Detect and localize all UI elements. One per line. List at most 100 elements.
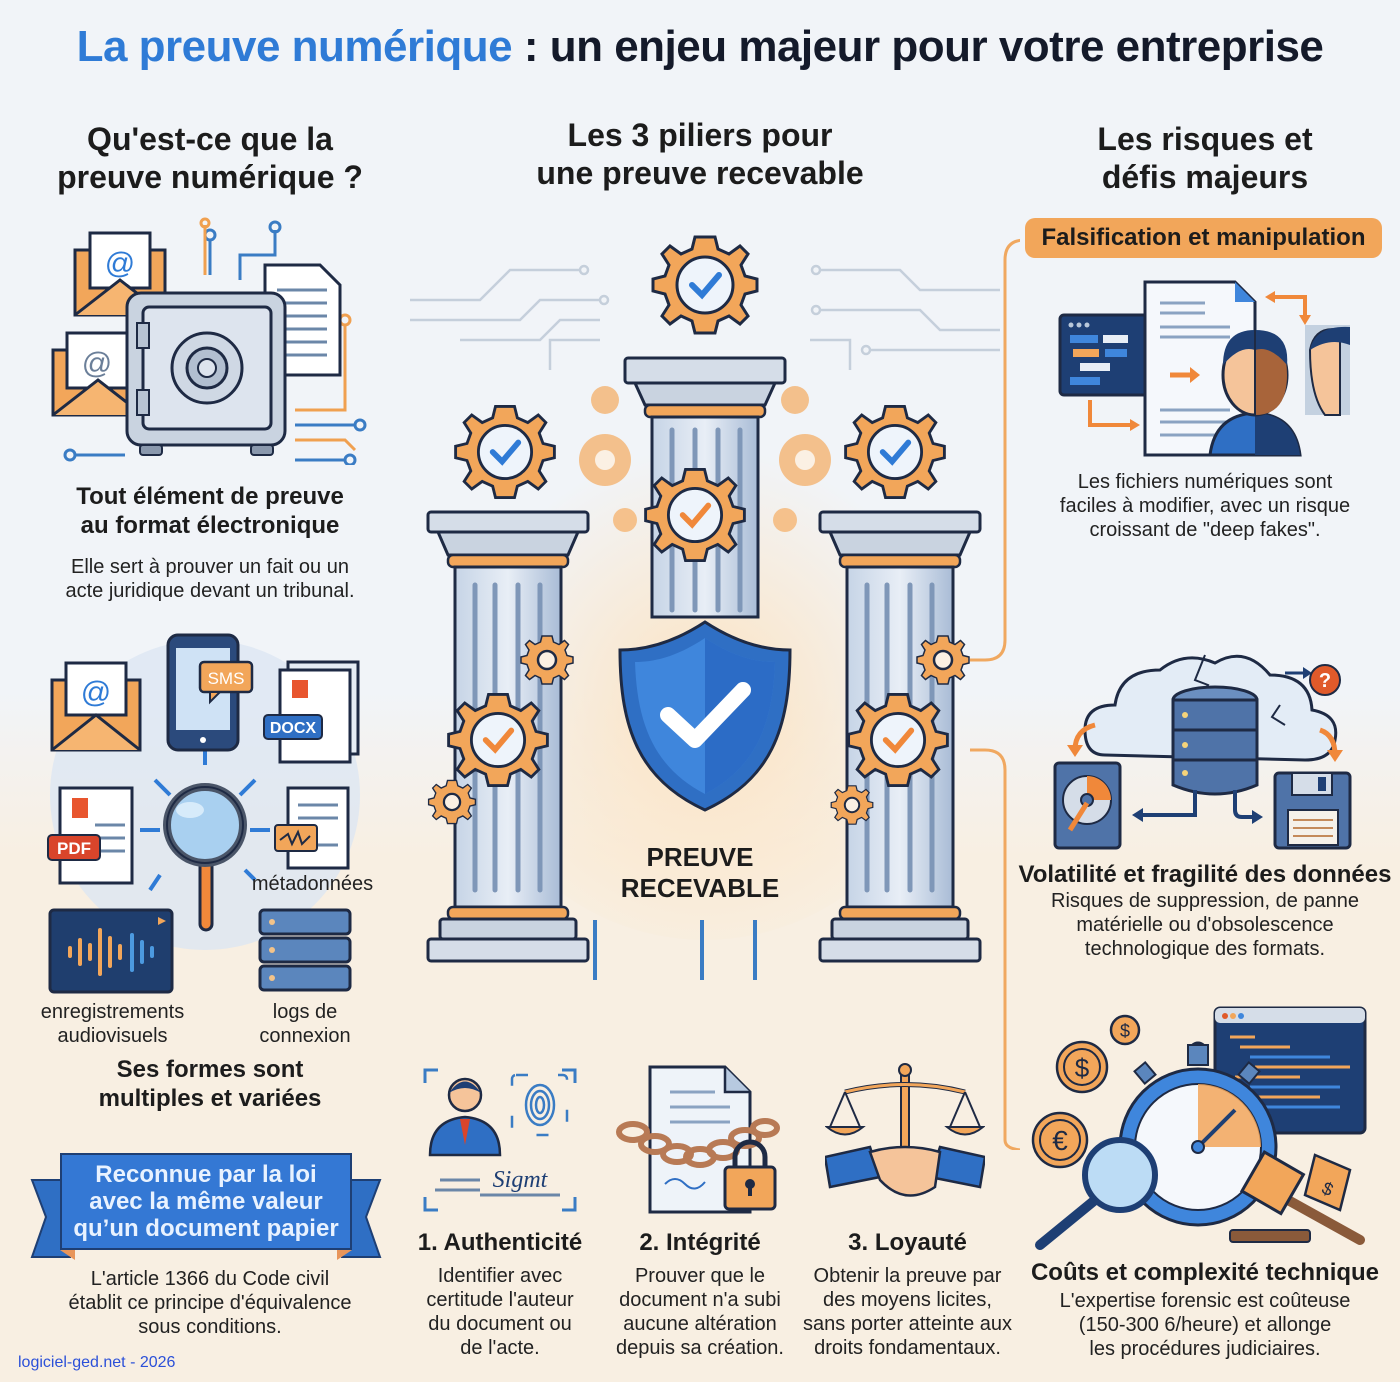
law-text-line3: sous conditions.: [138, 1316, 282, 1338]
svg-text:$: $: [1075, 1053, 1090, 1083]
gear-check-icon-right-pillar: [847, 692, 949, 788]
gavel-icon: [1229, 1150, 1365, 1245]
cost-complexity-illustration: $ $ € $: [1030, 1005, 1370, 1255]
left-heading-line1: Qu'est-ce que la: [87, 121, 333, 157]
risk3-text-line: (150-300 6/heure) et allonge: [1078, 1314, 1332, 1336]
gear-check-icon-center-pillar: [644, 467, 746, 563]
page-title: La preuve numérique : un enjeu majeur po…: [0, 22, 1400, 72]
definition-title-line2: au format électronique: [80, 512, 340, 539]
email-icon: @: [50, 661, 142, 752]
smartphone-sms-icon: SMS: [166, 633, 254, 752]
pillar-1-text-line: du document ou: [428, 1313, 572, 1335]
ribbon-line1: Reconnue par la loi: [95, 1161, 317, 1188]
metadata-label: métadonnées: [251, 873, 374, 895]
footer-credit: logiciel-ged.net - 2026: [18, 1354, 176, 1371]
pillar-2-text-line: aucune altération: [623, 1313, 777, 1335]
law-text-line1: L'article 1366 du Code civil: [90, 1268, 330, 1290]
risk2-text-line: technologique des formats.: [1084, 938, 1326, 960]
center-heading: Les 3 piliers pour une preuve recevable: [470, 116, 930, 192]
pillar-3-text-line: des moyens licites,: [823, 1289, 992, 1311]
integrity-icon: [615, 1062, 780, 1217]
svg-text:?: ?: [1319, 670, 1331, 692]
risk1-text-line: faciles à modifier, avec un risque: [1059, 495, 1351, 517]
pillar-1-text: Identifier avec certitude l'auteur du do…: [405, 1264, 595, 1360]
right-heading-line1: Les risques et: [1097, 121, 1313, 157]
magnifier-icon: [1035, 1137, 1158, 1250]
left-heading-line2: preuve numérique ?: [57, 159, 363, 195]
logs-label-line1: logs de: [272, 1001, 338, 1023]
pillar-3-text: Obtenir la preuve par des moyens licites…: [795, 1264, 1020, 1360]
svg-text:SMS: SMS: [208, 669, 245, 688]
pillar-1-text-line: certitude l'auteur: [426, 1289, 574, 1311]
svg-text:€: €: [1052, 1125, 1068, 1156]
pillar-2-title: 2. Intégrité: [639, 1229, 761, 1256]
risk-volatility-title: Volatilité et fragilité des données: [1018, 861, 1392, 888]
deepfake-illustration: [1055, 275, 1355, 460]
gear-check-icon-top: [651, 235, 759, 335]
logs-label: logs de connexion: [230, 1000, 380, 1048]
pillar-3-title: 3. Loyauté: [848, 1229, 967, 1256]
metadata-file-icon: [274, 786, 350, 870]
risk-volatility-text: Risques de suppression, de panne matérie…: [1010, 889, 1400, 961]
risk2-text-line: Risques de suppression, de panne: [1051, 890, 1359, 912]
law-text-line2: établit ce principe d'équivalence: [68, 1292, 352, 1314]
digital-safe-illustration: @ @: [45, 215, 375, 465]
price-tag-icon: $: [1303, 1153, 1352, 1212]
audio-label-line1: enregistrements: [40, 1001, 185, 1023]
audio-label-line2: audiovisuels: [57, 1025, 168, 1047]
pillar-3-text-line: Obtenir la preuve par: [813, 1265, 1002, 1287]
pillar-2-text-line: depuis sa création.: [616, 1337, 784, 1359]
server-logs-icon: [258, 908, 352, 992]
pillar-2-text-line: document n'a subi: [619, 1289, 781, 1311]
risk-cost-text: L'expertise forensic est coûteuse (150-3…: [1010, 1289, 1400, 1361]
docx-file-icon: DOCX: [263, 660, 360, 764]
shield-check-icon: [618, 620, 792, 812]
svg-text:$: $: [1120, 1021, 1130, 1041]
risk-falsification-pill: Falsification et manipulation: [1025, 218, 1382, 258]
legal-recognition-ribbon: Reconnue par la loi avec la même valeur …: [30, 1153, 382, 1265]
authenticity-icon: Sigmt: [420, 1065, 580, 1215]
svg-text:@: @: [81, 676, 111, 709]
shield-label-line2: RECEVABLE: [620, 873, 780, 903]
stopwatch-icon: [1118, 1041, 1278, 1227]
definition-text: Elle sert à prouver un fait ou un acte j…: [10, 555, 410, 603]
pillar-1-text-line: Identifier avec: [437, 1265, 563, 1287]
pillar-1-title: 1. Authenticité: [417, 1229, 583, 1256]
risk-cost-title: Coûts et complexité technique: [1030, 1259, 1380, 1286]
center-heading-line1: Les 3 piliers pour: [567, 117, 833, 153]
data-volatility-illustration: ?: [1050, 645, 1380, 855]
definition-title-line1: Tout élément de preuve: [76, 483, 344, 510]
forms-title: Ses formes sont multiples et variées: [10, 1055, 410, 1113]
pillar-2-text: Prouver que le document n'a subi aucune …: [605, 1264, 795, 1360]
safe-icon: [125, 291, 287, 456]
svg-text:DOCX: DOCX: [270, 720, 317, 737]
floppy-disk-icon: [1273, 771, 1352, 850]
gear-check-icon-right: [844, 404, 946, 500]
law-text: L'article 1366 du Code civil établit ce …: [10, 1267, 410, 1339]
gear-check-icon-left-pillar: [447, 692, 549, 788]
risk-falsification-text: Les fichiers numériques sont faciles à m…: [1020, 470, 1390, 542]
shield-label-line1: PREUVE: [646, 842, 754, 872]
magnifier-icon: [163, 783, 247, 932]
definition-title: Tout élément de preuve au format électro…: [10, 482, 410, 540]
svg-text:@: @: [105, 247, 135, 280]
risk2-text-line: matérielle ou d'obsolescence: [1076, 914, 1334, 936]
definition-text-line1: Elle sert à prouver un fait ou un: [71, 556, 349, 578]
hard-drive-icon: [1053, 761, 1122, 850]
left-heading: Qu'est-ce que la preuve numérique ?: [10, 120, 410, 196]
definition-text-line2: acte juridique devant un tribunal.: [65, 580, 355, 602]
pillar-1-text-line: de l'acte.: [460, 1337, 540, 1359]
forms-title-line1: Ses formes sont: [116, 1056, 304, 1083]
pillar-3-text-line: sans porter atteinte aux: [802, 1313, 1012, 1335]
loyalty-icon: [825, 1062, 985, 1217]
audio-recording-icon: [48, 908, 174, 994]
pillar-3-text-line: droits fondamentaux.: [814, 1337, 1001, 1359]
ribbon-line3: qu’un document papier: [73, 1215, 339, 1242]
database-icon: [1171, 685, 1259, 796]
logs-label-line2: connexion: [259, 1025, 351, 1047]
risk1-text-line: Les fichiers numériques sont: [1077, 471, 1333, 493]
forms-title-line2: multiples et variées: [98, 1085, 322, 1112]
right-heading-line2: défis majeurs: [1101, 159, 1309, 195]
right-heading: Les risques et défis majeurs: [1010, 120, 1400, 196]
svg-text:Sigmt: Sigmt: [493, 1167, 549, 1193]
